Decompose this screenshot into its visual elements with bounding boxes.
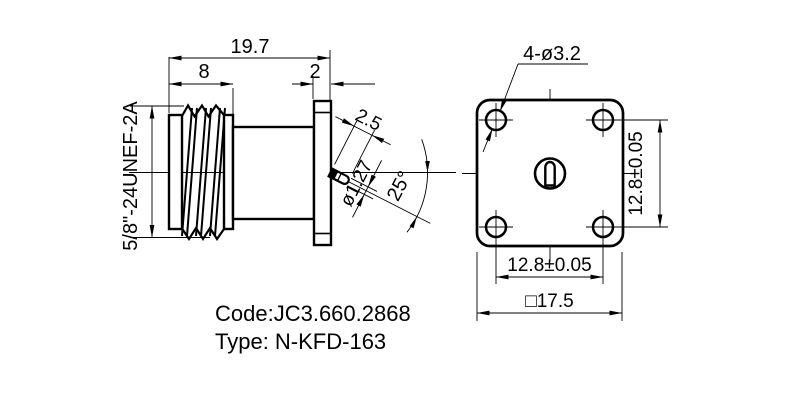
dim-pin-angle-label: 25° xyxy=(383,168,417,205)
angle-arrow-top xyxy=(425,161,430,173)
title-block: Code:JC3.660.2868 Type: N-KFD-163 xyxy=(215,301,411,354)
connector-body xyxy=(231,125,316,221)
dim-total-length: 19.7 xyxy=(168,36,331,113)
mounting-hole-top-right xyxy=(586,103,668,137)
dim-flange-square: □17.5 xyxy=(476,252,623,321)
dim-flange-square-label: □17.5 xyxy=(525,291,573,312)
mounting-hole-bottom-right xyxy=(586,210,668,284)
front-view: 2.5 ø1.27 25° xyxy=(120,36,456,251)
dim-pin-extension-label: 2.5 xyxy=(352,105,385,136)
part-code: Code:JC3.660.2868 xyxy=(215,301,411,326)
thread-crest-bottom xyxy=(181,225,225,242)
pin-base-solid xyxy=(328,168,339,180)
nut-left-cap xyxy=(167,113,184,231)
dim-flange-thickness-label: 2 xyxy=(309,61,320,83)
coupling-nut xyxy=(167,103,235,242)
thread-crest-top xyxy=(181,103,225,119)
contact-slot xyxy=(544,160,556,187)
dim-mounting-holes-label: 4-ø3.2 xyxy=(523,43,581,65)
thread-flank-lines xyxy=(181,107,226,237)
center-contact xyxy=(533,157,567,190)
dim-hole-pitch-horizontal-label: 12.8±0.05 xyxy=(507,255,591,276)
flange-plate xyxy=(312,99,333,247)
dim-thread-spec: 5/8"-24UNEF-2A xyxy=(120,101,210,251)
dim-pin-diameter: ø1.27 xyxy=(336,157,382,218)
dim-thread-length: 8 xyxy=(168,61,234,114)
dim-flange-thickness: 2 xyxy=(292,61,375,99)
pin-tick xyxy=(337,173,342,181)
part-type: Type: N-KFD-163 xyxy=(215,329,386,354)
dim-hole-pitch-vertical: 12.8±0.05 xyxy=(626,119,663,228)
dim-hole-pitch-horizontal: 12.8±0.05 xyxy=(495,255,604,280)
dim-thread-length-label: 8 xyxy=(198,61,209,83)
flange-side xyxy=(312,99,333,247)
dim-mounting-holes: 4-ø3.2 xyxy=(482,43,588,153)
mounting-hole-top-left xyxy=(479,103,513,137)
dielectric-circle xyxy=(533,157,567,190)
side-view: 4-ø3.2 12.8±0.05 12.8±0.05 □17.5 xyxy=(462,43,668,321)
mounting-hole-bottom-left xyxy=(479,210,513,284)
dim-pin-angle: 25° xyxy=(383,139,430,233)
thread-spec-label: 5/8"-24UNEF-2A xyxy=(120,101,142,251)
angle-arrow-bottom xyxy=(409,216,417,229)
dim-hole-pitch-vertical-label: 12.8±0.05 xyxy=(626,131,647,215)
dim-total-length-label: 19.7 xyxy=(231,36,270,58)
nut-ring xyxy=(222,113,235,231)
